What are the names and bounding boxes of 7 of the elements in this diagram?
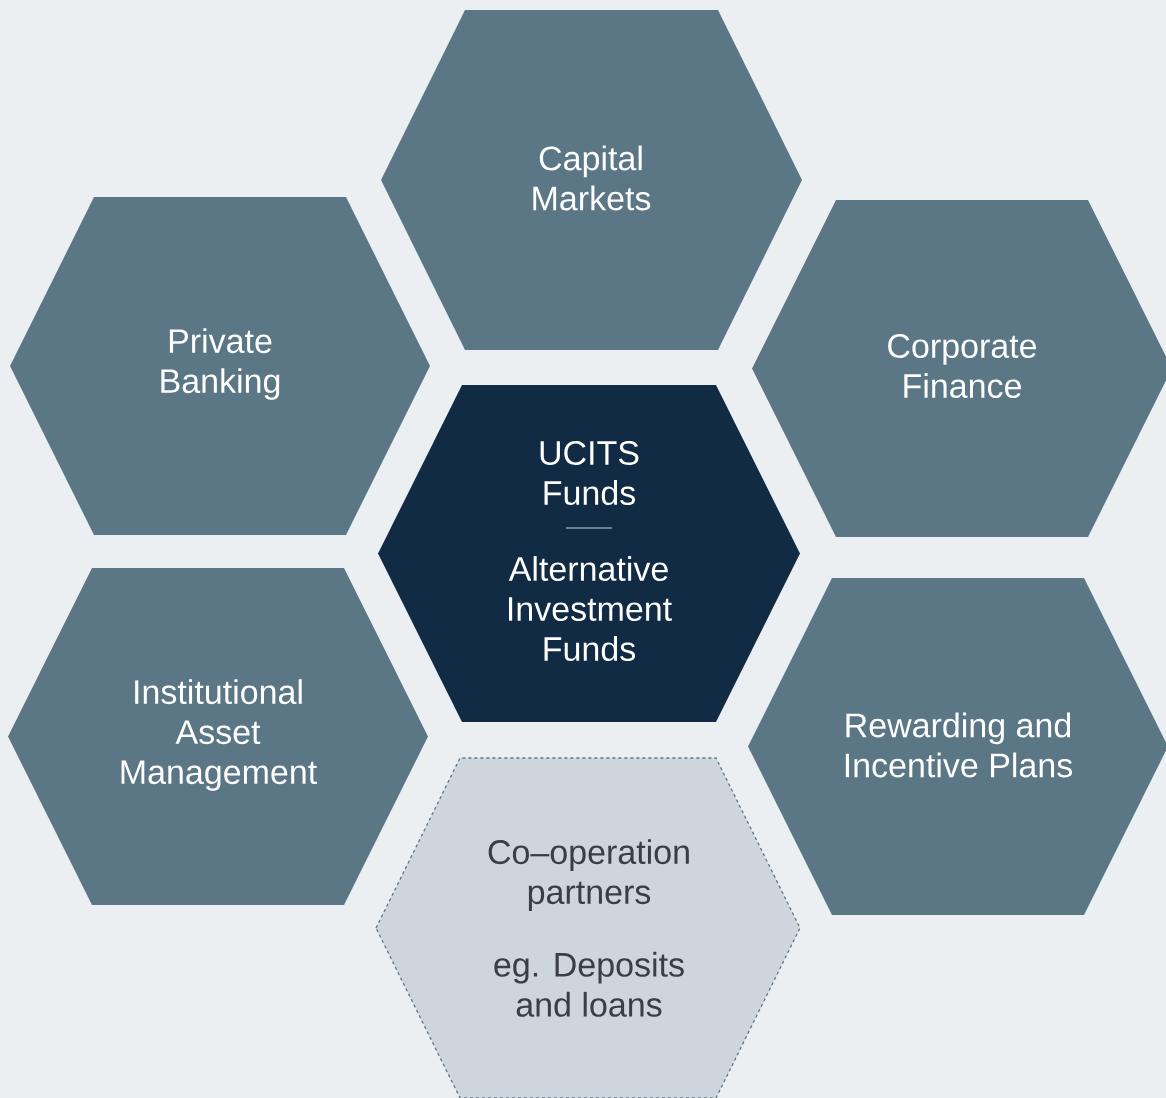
hexagon: Rewarding and Incentive Plans	[748, 578, 1166, 915]
hexagon: Capital Markets	[381, 10, 802, 350]
hexagon: Co–operation partners eg. Deposits and loans	[375, 757, 801, 1098]
hexagon: UCITS Funds Alternative Investment Funds	[378, 385, 800, 722]
hexagon: Corporate Finance	[752, 200, 1166, 537]
hexagon: Institutional Asset Management	[8, 568, 428, 905]
hexagon: Private Banking	[10, 197, 430, 535]
